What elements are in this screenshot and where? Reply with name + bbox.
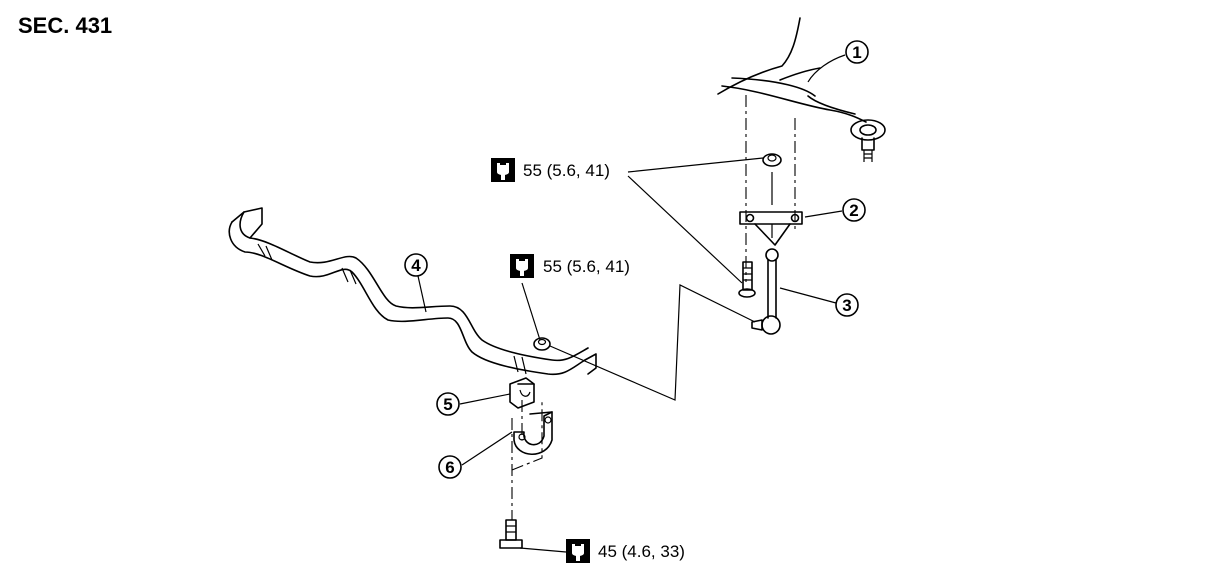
stabilizer-bar <box>228 207 597 376</box>
torque-spec-upper: 55 (5.6, 41) <box>491 158 610 182</box>
torque-wrench-icon <box>491 158 515 182</box>
connecting-bracket <box>739 211 803 246</box>
svg-text:3: 3 <box>842 296 851 315</box>
bushing <box>509 377 535 409</box>
callout-1: 1 <box>845 40 869 64</box>
svg-text:55 (5.6, 41): 55 (5.6, 41) <box>543 257 630 276</box>
torque-spec-middle: 55 (5.6, 41) <box>510 254 630 278</box>
section-title: SEC. 431 <box>18 13 112 38</box>
bar-end-nut <box>533 337 551 351</box>
callout-2: 2 <box>842 198 866 222</box>
callout-6: 6 <box>438 455 462 479</box>
callout-5: 5 <box>436 392 460 416</box>
assembly-guide-line <box>549 284 756 401</box>
torque-wrench-icon <box>566 539 590 563</box>
connecting-rod <box>751 248 781 335</box>
svg-text:55 (5.6, 41): 55 (5.6, 41) <box>523 161 610 180</box>
upper-nut <box>762 153 782 205</box>
callout-4: 4 <box>404 253 428 277</box>
lower-link-arm <box>717 17 886 162</box>
torque-spec-lower: 45 (4.6, 33) <box>566 539 685 563</box>
svg-text:45 (4.6, 33): 45 (4.6, 33) <box>598 542 685 561</box>
svg-text:5: 5 <box>443 395 452 414</box>
svg-text:4: 4 <box>411 256 421 275</box>
svg-text:6: 6 <box>445 458 454 477</box>
svg-text:2: 2 <box>849 201 858 220</box>
clamp-bolt <box>499 519 523 549</box>
torque-wrench-icon <box>510 254 534 278</box>
svg-text:1: 1 <box>852 43 861 62</box>
bracket-bolt <box>738 261 756 298</box>
clamp <box>513 411 553 455</box>
callout-3: 3 <box>835 293 859 317</box>
